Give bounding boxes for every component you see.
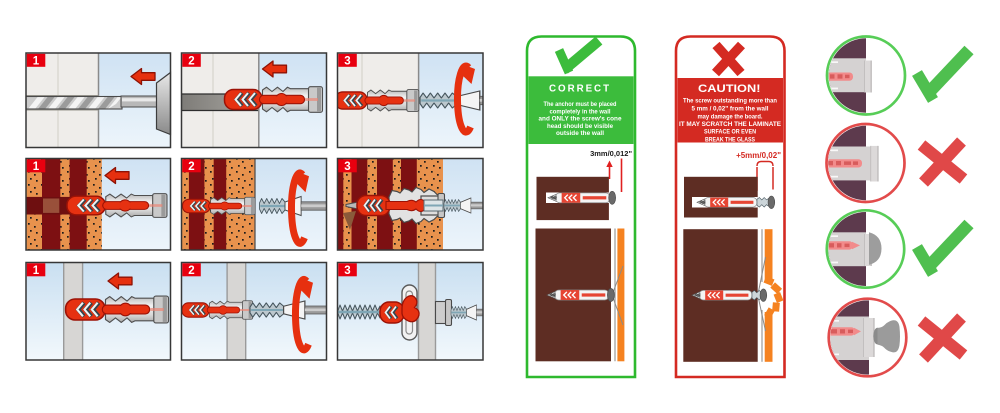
svg-text:3: 3: [344, 56, 350, 68]
svg-text:completely in the wall: completely in the wall: [550, 108, 611, 115]
svg-text:1: 1: [33, 56, 40, 68]
svg-text:CAUTION!: CAUTION!: [698, 83, 761, 95]
svg-text:outside the wall: outside the wall: [556, 130, 604, 137]
svg-text:3: 3: [344, 265, 350, 277]
svg-text:2: 2: [188, 56, 194, 68]
svg-text:5 mm / 0,02" from the wall: 5 mm / 0,02" from the wall: [692, 106, 769, 113]
svg-text:1: 1: [33, 265, 40, 277]
svg-text:1: 1: [33, 161, 40, 173]
svg-text:may damage the board.: may damage the board.: [698, 113, 763, 120]
svg-text:and ONLY the screw's cone: and ONLY the screw's cone: [539, 116, 622, 123]
svg-text:CORRECT: CORRECT: [549, 84, 611, 95]
svg-text:3: 3: [344, 161, 350, 173]
svg-text:3mm/0,012": 3mm/0,012": [590, 149, 632, 158]
svg-text:head should be visible: head should be visible: [547, 123, 613, 130]
svg-text:IT MAY SCRATCH THE LAMINATE: IT MAY SCRATCH THE LAMINATE: [679, 121, 782, 128]
svg-text:2: 2: [188, 161, 194, 173]
svg-text:BREAK THE GLASS: BREAK THE GLASS: [705, 136, 756, 143]
svg-text:The anchor must be placed: The anchor must be placed: [544, 101, 617, 108]
svg-text:2: 2: [188, 265, 194, 277]
svg-text:+5mm/0,02": +5mm/0,02": [736, 151, 781, 160]
svg-text:The screw outstanding more tha: The screw outstanding more than: [683, 98, 777, 105]
svg-text:SURFACE OR EVEN: SURFACE OR EVEN: [704, 129, 756, 136]
